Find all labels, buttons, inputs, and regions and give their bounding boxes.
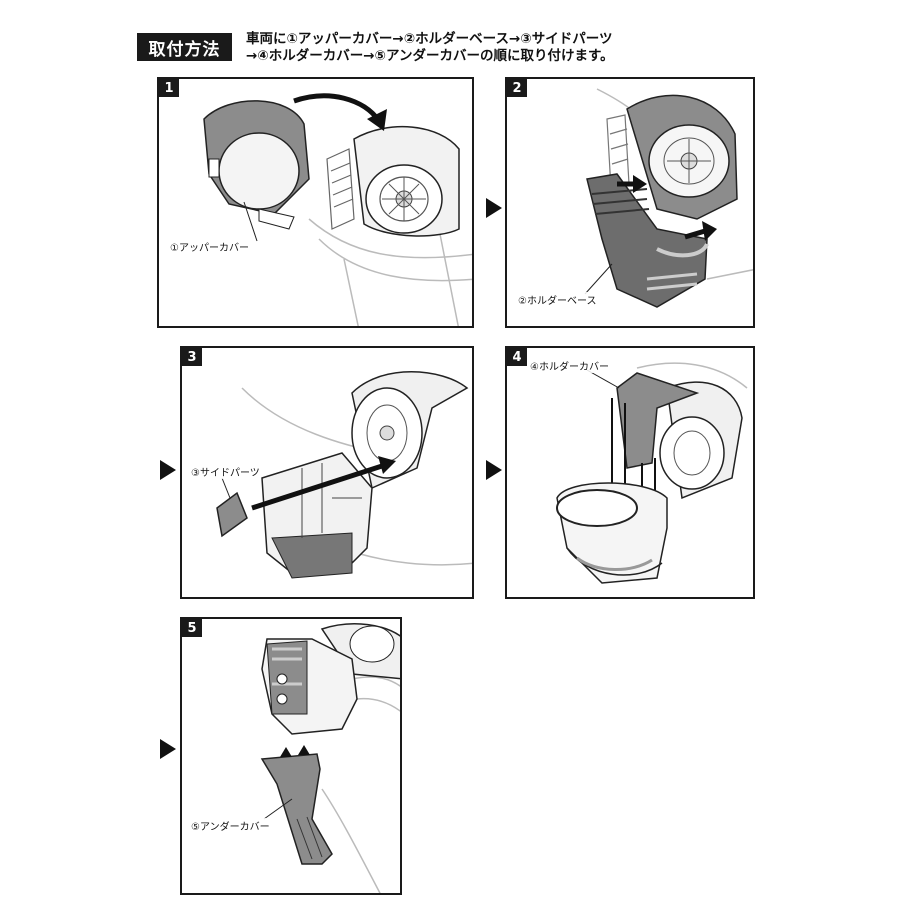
part-label-holder-base: ②ホルダーベース	[517, 292, 598, 307]
step-panel-4: 4 ④ホルダーカバー	[505, 346, 755, 599]
step-panel-3: 3 ③サイドパーツ	[180, 346, 474, 599]
step-number-5: 5	[182, 619, 202, 637]
step-4-illustration	[556, 362, 748, 584]
instruction-line-2: →④ホルダーカバー→⑤アンダーカバーの順に取り付けます。	[246, 48, 614, 64]
step-arrow-to-3	[160, 460, 176, 480]
step-arrow-to-5	[160, 739, 176, 759]
step-number-2: 2	[507, 79, 527, 97]
step-panel-5: 5 ⑤アンダーカバー	[180, 617, 402, 895]
part-label-under-cover: ⑤アンダーカバー	[190, 818, 271, 833]
step-number-1: 1	[159, 79, 179, 97]
step-1-illustration	[203, 93, 472, 326]
part-label-upper-cover: ①アッパーカバー	[169, 239, 250, 254]
step-5-illustration	[260, 623, 400, 893]
step-2-illustration	[584, 88, 753, 308]
section-title-badge: 取付方法	[137, 33, 232, 61]
step-arrow-3-to-4	[486, 460, 502, 480]
step-3-illustration	[216, 371, 472, 579]
section-title: 取付方法	[148, 39, 221, 60]
installation-instructions: 車両に①アッパーカバー→②ホルダーベース→③サイドパーツ →④ホルダーカバー→⑤…	[246, 31, 614, 65]
step-panel-1: 1 ①アッパーカバー	[157, 77, 474, 328]
part-label-holder-cover: ④ホルダーカバー	[529, 358, 610, 373]
step-number-4: 4	[507, 348, 527, 366]
step-arrow-1-to-2	[486, 198, 502, 218]
instruction-line-1: 車両に①アッパーカバー→②ホルダーベース→③サイドパーツ	[246, 31, 613, 47]
step-number-3: 3	[182, 348, 202, 366]
part-label-side-parts: ③サイドパーツ	[190, 464, 261, 479]
step-panel-2: 2 ②ホルダーベース	[505, 77, 755, 328]
